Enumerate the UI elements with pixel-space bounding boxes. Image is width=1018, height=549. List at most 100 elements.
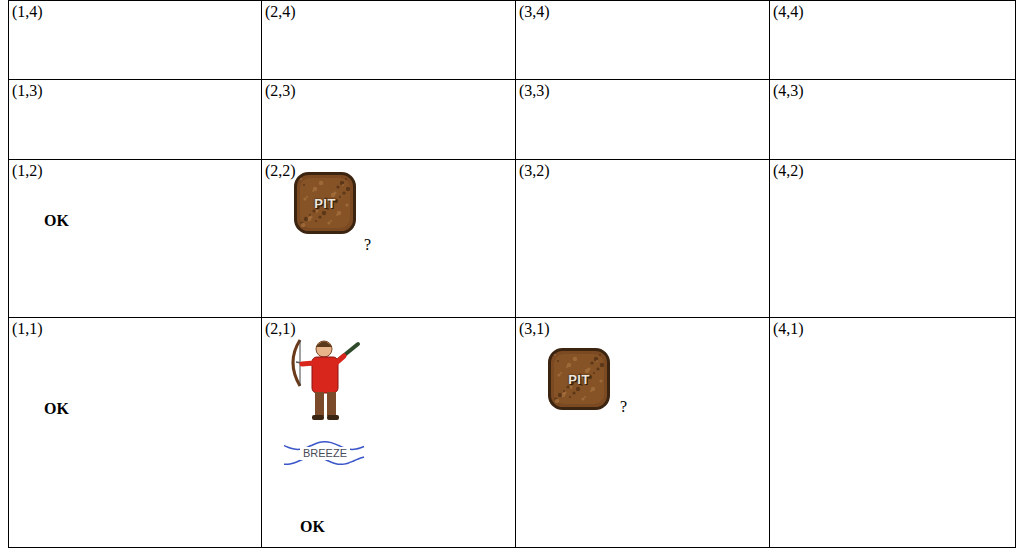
- pit-texture: [339, 196, 341, 198]
- pit-icon: PIT: [548, 348, 610, 410]
- pit-texture: [557, 360, 559, 362]
- pit-texture: [309, 215, 312, 218]
- pit-texture: [303, 184, 305, 186]
- pit-texture: [569, 396, 571, 398]
- grid-cell: (2,3): [262, 80, 516, 160]
- pit-texture: [306, 196, 308, 198]
- grid-cell: (3,1)? PIT: [516, 318, 770, 548]
- pit-inner: [300, 178, 350, 228]
- cell-coordinate: (1,3): [12, 82, 43, 100]
- hunter-hair: [316, 342, 332, 348]
- pit-texture: [581, 397, 584, 400]
- cell-coordinate: (4,1): [773, 320, 804, 338]
- pit-texture: [319, 181, 323, 185]
- pit-label: PIT: [568, 372, 590, 387]
- hunter-head: [316, 341, 332, 357]
- pit-texture: [557, 373, 560, 376]
- uncertain-mark: ?: [364, 236, 371, 254]
- pit-texture: [345, 178, 347, 180]
- pit-texture: [572, 391, 575, 394]
- cell-coordinate: (2,2): [265, 162, 296, 180]
- pit-texture: [563, 391, 566, 394]
- grid-cell: (4,3): [770, 80, 1016, 160]
- pit-texture: [599, 379, 602, 382]
- pit-texture: [576, 387, 580, 391]
- breeze-indicator: BREEZE: [284, 436, 366, 470]
- cell-status: OK: [300, 518, 325, 536]
- pit-texture: [567, 363, 571, 367]
- cell-coordinate: (3,4): [519, 3, 550, 21]
- pit-texture: [591, 387, 595, 391]
- cell-coordinate: (1,2): [12, 162, 43, 180]
- pit-texture: [340, 181, 344, 185]
- breeze-label: BREEZE: [300, 447, 350, 460]
- pit-texture: [596, 360, 598, 362]
- hunter-leg: [315, 392, 324, 416]
- cell-coordinate: (3,1): [519, 320, 550, 338]
- grid-cell: (4,2): [770, 160, 1016, 318]
- grid-cell: (2,2)? PIT: [262, 160, 516, 318]
- hunter-boot: [327, 415, 339, 420]
- pit-icon: PIT: [294, 172, 356, 234]
- pit-texture: [599, 354, 601, 356]
- pit-texture: [318, 215, 321, 218]
- pit-texture: [554, 354, 556, 356]
- hunter-arm: [302, 363, 314, 364]
- cell-coordinate: (1,1): [12, 320, 43, 338]
- cell-coordinate: (2,4): [265, 3, 296, 21]
- pit-texture: [304, 217, 308, 221]
- pit-texture: [590, 361, 593, 364]
- pit-texture: [342, 184, 344, 186]
- grid-cell: (1,3): [8, 80, 262, 160]
- grid-cell: (1,4): [8, 0, 262, 80]
- pit-texture: [330, 220, 332, 222]
- pit-texture: [590, 390, 592, 392]
- grid-cell: (3,2): [516, 160, 770, 318]
- pit-texture: [558, 393, 562, 397]
- pit-texture: [555, 399, 559, 403]
- pit-texture: [342, 191, 345, 194]
- pit-texture: [336, 185, 339, 188]
- pit-texture: [594, 357, 598, 361]
- pit-texture: [313, 187, 317, 191]
- hunter-figure: [293, 340, 358, 420]
- pit-texture: [346, 187, 350, 191]
- pit-body: [296, 174, 355, 233]
- cell-coordinate: (2,1): [265, 320, 296, 338]
- pit-body: [550, 350, 609, 409]
- hunter-boot: [312, 415, 324, 420]
- hunter-arm: [336, 356, 344, 363]
- pit-texture: [336, 214, 338, 216]
- pit-texture: [600, 363, 604, 367]
- hunter-leg: [327, 392, 336, 416]
- pit-texture: [300, 178, 302, 180]
- pit-texture: [303, 197, 306, 200]
- cell-coordinate: (3,3): [519, 82, 550, 100]
- uncertain-mark: ?: [620, 398, 627, 416]
- grid-cell: (4,4): [770, 0, 1016, 80]
- cell-coordinate: (4,3): [773, 82, 804, 100]
- cell-coordinate: (1,4): [12, 3, 43, 21]
- pit-inner: [554, 354, 604, 404]
- cell-coordinate: (4,2): [773, 162, 804, 180]
- pit-texture: [345, 203, 348, 206]
- pit-texture: [584, 396, 586, 398]
- pit-texture: [315, 220, 317, 222]
- cell-coordinate: (2,3): [265, 82, 296, 100]
- grid-cell: (1,1)OK: [8, 318, 262, 548]
- arrow-shaft: [296, 362, 318, 366]
- pit-texture: [301, 223, 305, 227]
- grid-cell: (4,1): [770, 318, 1016, 548]
- pit-texture: [596, 367, 599, 370]
- pit-texture: [327, 221, 330, 224]
- cell-coordinate: (3,2): [519, 162, 550, 180]
- pit-label: PIT: [314, 196, 336, 211]
- grid-cell: (2,4): [262, 0, 516, 80]
- grid-cell: (2,1) OK BREEZE: [262, 318, 516, 548]
- pit-texture: [573, 357, 577, 361]
- cell-coordinate: (4,4): [773, 3, 804, 21]
- pit-texture: [322, 211, 326, 215]
- cell-status: OK: [44, 212, 69, 230]
